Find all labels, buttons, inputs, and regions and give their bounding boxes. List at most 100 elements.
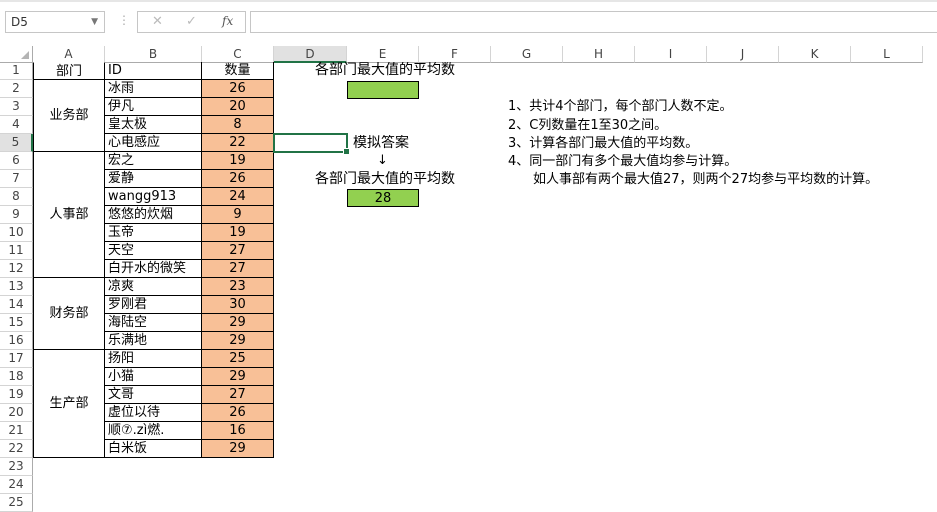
select-all-button[interactable] bbox=[0, 46, 33, 63]
insert-function-icon[interactable]: fx bbox=[222, 14, 234, 28]
column-header-g[interactable]: G bbox=[491, 46, 563, 63]
row-header-16[interactable]: 16 bbox=[0, 332, 33, 350]
qty-cell[interactable]: 26 bbox=[202, 80, 274, 98]
id-cell[interactable]: 心电感应 bbox=[105, 134, 202, 152]
id-cell[interactable]: 顺⑦.zì燃. bbox=[105, 422, 202, 440]
qty-cell[interactable]: 26 bbox=[202, 170, 274, 188]
column-header-h[interactable]: H bbox=[563, 46, 635, 63]
qty-cell[interactable]: 19 bbox=[202, 152, 274, 170]
drag-handle-icon[interactable]: ⋮ bbox=[118, 13, 130, 27]
row-header-24[interactable]: 24 bbox=[0, 476, 33, 494]
department-cell[interactable]: 业务部 bbox=[33, 80, 105, 152]
selected-cell-d5[interactable] bbox=[273, 133, 350, 155]
qty-cell[interactable]: 26 bbox=[202, 404, 274, 422]
note-5: 如人事部有两个最大值27，则两个27均参与平均数的计算。 bbox=[520, 172, 879, 187]
row-header-20[interactable]: 20 bbox=[0, 404, 33, 422]
cancel-icon[interactable]: ✕ bbox=[152, 14, 163, 29]
column-header-l[interactable]: L bbox=[851, 46, 923, 63]
row-header-11[interactable]: 11 bbox=[0, 242, 33, 260]
qty-cell[interactable]: 23 bbox=[202, 278, 274, 296]
id-cell[interactable]: 玉帝 bbox=[105, 224, 202, 242]
row-header-14[interactable]: 14 bbox=[0, 296, 33, 314]
id-cell[interactable]: 扬阳 bbox=[105, 350, 202, 368]
row-header-23[interactable]: 23 bbox=[0, 458, 33, 476]
row-header-4[interactable]: 4 bbox=[0, 116, 33, 134]
column-header-k[interactable]: K bbox=[779, 46, 851, 63]
id-cell[interactable]: 伊凡 bbox=[105, 98, 202, 116]
qty-cell[interactable]: 27 bbox=[202, 386, 274, 404]
answer-cell-1[interactable] bbox=[347, 81, 419, 99]
header-dept[interactable]: 部门 bbox=[33, 62, 105, 80]
row-header-18[interactable]: 18 bbox=[0, 368, 33, 386]
id-cell[interactable]: 虚位以待 bbox=[105, 404, 202, 422]
id-cell[interactable]: 乐满地 bbox=[105, 332, 202, 350]
qty-cell[interactable]: 19 bbox=[202, 224, 274, 242]
column-header-i[interactable]: I bbox=[635, 46, 707, 63]
column-header-c[interactable]: C bbox=[202, 46, 274, 63]
qty-cell[interactable]: 29 bbox=[202, 314, 274, 332]
column-header-b[interactable]: B bbox=[105, 46, 202, 63]
enter-icon[interactable]: ✓ bbox=[186, 14, 197, 29]
id-cell[interactable]: 冰雨 bbox=[105, 80, 202, 98]
department-cell[interactable]: 财务部 bbox=[33, 278, 105, 350]
row-header-5[interactable]: 5 bbox=[0, 134, 33, 152]
row-header-6[interactable]: 6 bbox=[0, 152, 33, 170]
qty-cell[interactable]: 16 bbox=[202, 422, 274, 440]
qty-cell[interactable]: 30 bbox=[202, 296, 274, 314]
column-header-a[interactable]: A bbox=[33, 46, 105, 63]
id-cell[interactable]: 白开水的微笑 bbox=[105, 260, 202, 278]
department-cell[interactable]: 生产部 bbox=[33, 350, 105, 458]
qty-cell[interactable]: 29 bbox=[202, 440, 274, 458]
id-cell[interactable]: 罗刚君 bbox=[105, 296, 202, 314]
column-header-d[interactable]: D bbox=[274, 46, 347, 63]
column-header-f[interactable]: F bbox=[419, 46, 491, 63]
row-header-13[interactable]: 13 bbox=[0, 278, 33, 296]
row-header-3[interactable]: 3 bbox=[0, 98, 33, 116]
id-cell[interactable]: 白米饭 bbox=[105, 440, 202, 458]
column-header-e[interactable]: E bbox=[347, 46, 419, 63]
formula-input[interactable] bbox=[250, 11, 937, 33]
row-header-21[interactable]: 21 bbox=[0, 422, 33, 440]
row-header-1[interactable]: 1 bbox=[0, 62, 33, 80]
qty-cell[interactable]: 27 bbox=[202, 242, 274, 260]
qty-cell[interactable]: 27 bbox=[202, 260, 274, 278]
qty-cell[interactable]: 22 bbox=[202, 134, 274, 152]
column-header-j[interactable]: J bbox=[707, 46, 779, 63]
header-qty[interactable]: 数量 bbox=[202, 62, 274, 80]
row-header-2[interactable]: 2 bbox=[0, 80, 33, 98]
row-header-17[interactable]: 17 bbox=[0, 350, 33, 368]
qty-cell[interactable]: 29 bbox=[202, 368, 274, 386]
department-cell[interactable]: 人事部 bbox=[33, 152, 105, 278]
row-header-12[interactable]: 12 bbox=[0, 260, 33, 278]
name-box[interactable]: D5▼ bbox=[5, 11, 105, 33]
row-header-9[interactable]: 9 bbox=[0, 206, 33, 224]
qty-cell[interactable]: 9 bbox=[202, 206, 274, 224]
row-header-22[interactable]: 22 bbox=[0, 440, 33, 458]
answer-title-2: 各部门最大值的平均数 bbox=[315, 171, 455, 187]
id-cell[interactable]: wangg913 bbox=[105, 188, 202, 206]
id-cell[interactable]: 皇太极 bbox=[105, 116, 202, 134]
row-header-7[interactable]: 7 bbox=[0, 170, 33, 188]
id-cell[interactable]: 文哥 bbox=[105, 386, 202, 404]
qty-cell[interactable]: 24 bbox=[202, 188, 274, 206]
id-cell[interactable]: 海陆空 bbox=[105, 314, 202, 332]
qty-cell[interactable]: 25 bbox=[202, 350, 274, 368]
qty-cell[interactable]: 20 bbox=[202, 98, 274, 116]
id-cell[interactable]: 宏之 bbox=[105, 152, 202, 170]
row-header-10[interactable]: 10 bbox=[0, 224, 33, 242]
qty-cell[interactable]: 8 bbox=[202, 116, 274, 134]
row-header-19[interactable]: 19 bbox=[0, 386, 33, 404]
row-header-8[interactable]: 8 bbox=[0, 188, 33, 206]
qty-cell[interactable]: 29 bbox=[202, 332, 274, 350]
id-cell[interactable]: 小猫 bbox=[105, 368, 202, 386]
id-cell[interactable]: 爱静 bbox=[105, 170, 202, 188]
chevron-down-icon[interactable]: ▼ bbox=[91, 17, 98, 27]
note-1: 1、共计4个部门，每个部门人数不定。 bbox=[508, 99, 733, 114]
row-header-15[interactable]: 15 bbox=[0, 314, 33, 332]
id-cell[interactable]: 悠悠的炊烟 bbox=[105, 206, 202, 224]
header-id[interactable]: ID bbox=[105, 62, 202, 80]
id-cell[interactable]: 天空 bbox=[105, 242, 202, 260]
row-header-25[interactable]: 25 bbox=[0, 494, 33, 512]
answer-cell-2[interactable]: 28 bbox=[347, 189, 419, 207]
id-cell[interactable]: 凉爽 bbox=[105, 278, 202, 296]
